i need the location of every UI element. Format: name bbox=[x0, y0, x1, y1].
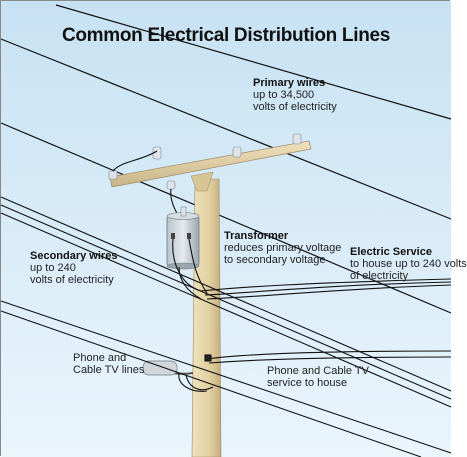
phone-service-drop bbox=[204, 350, 452, 364]
phone-cable-lines-line1: Phone and bbox=[73, 352, 127, 364]
electric-service-line2: of electricity bbox=[350, 270, 409, 282]
transformer-label: Transformer reduces primary voltage to s… bbox=[224, 230, 341, 266]
sky-background bbox=[1, 1, 451, 457]
phone-cable-service-label: Phone and Cable TV service to house bbox=[267, 365, 369, 389]
phone-cable-service-line2: service to house bbox=[267, 377, 348, 389]
secondary-wires-line2: volts of electricity bbox=[30, 274, 114, 286]
transformer-line2: to secondary voltage bbox=[224, 254, 326, 266]
secondary-wires-label: Secondary wires up to 240 volts of elect… bbox=[30, 250, 117, 286]
electric-service-heading: Electric Service bbox=[350, 246, 432, 258]
electric-service-label: Electric Service to house up to 240 volt… bbox=[350, 246, 467, 282]
primary-wires-label: Primary wires up to 34,500 volts of elec… bbox=[253, 77, 337, 113]
secondary-wires-line1: up to 240 bbox=[30, 262, 76, 274]
street-lamp bbox=[142, 360, 194, 376]
transformer-heading: Transformer bbox=[224, 230, 289, 242]
electric-service-line1: to house up to 240 volts bbox=[350, 258, 467, 270]
phone-cable-lines bbox=[0, 300, 452, 457]
phone-cable-service-line1: Phone and Cable TV bbox=[267, 365, 369, 377]
phone-cable-lines-line2: Cable TV lines bbox=[73, 364, 145, 376]
crossarm bbox=[109, 140, 312, 192]
diagram-canvas bbox=[0, 1, 452, 457]
secondary-wires-heading: Secondary wires bbox=[30, 250, 118, 262]
diagram-title: Common Electrical Distribution Lines bbox=[61, 25, 391, 46]
transformer bbox=[166, 206, 200, 270]
primary-wires-line2: volts of electricity bbox=[253, 101, 337, 113]
primary-wires-heading: Primary wires bbox=[253, 77, 326, 89]
phone-cable-lines-label: Phone and Cable TV lines bbox=[73, 352, 144, 376]
transformer-line1: reduces primary voltage bbox=[224, 242, 342, 254]
primary-wires-line1: up to 34,500 bbox=[253, 89, 315, 101]
service-drop-wires bbox=[200, 278, 452, 300]
